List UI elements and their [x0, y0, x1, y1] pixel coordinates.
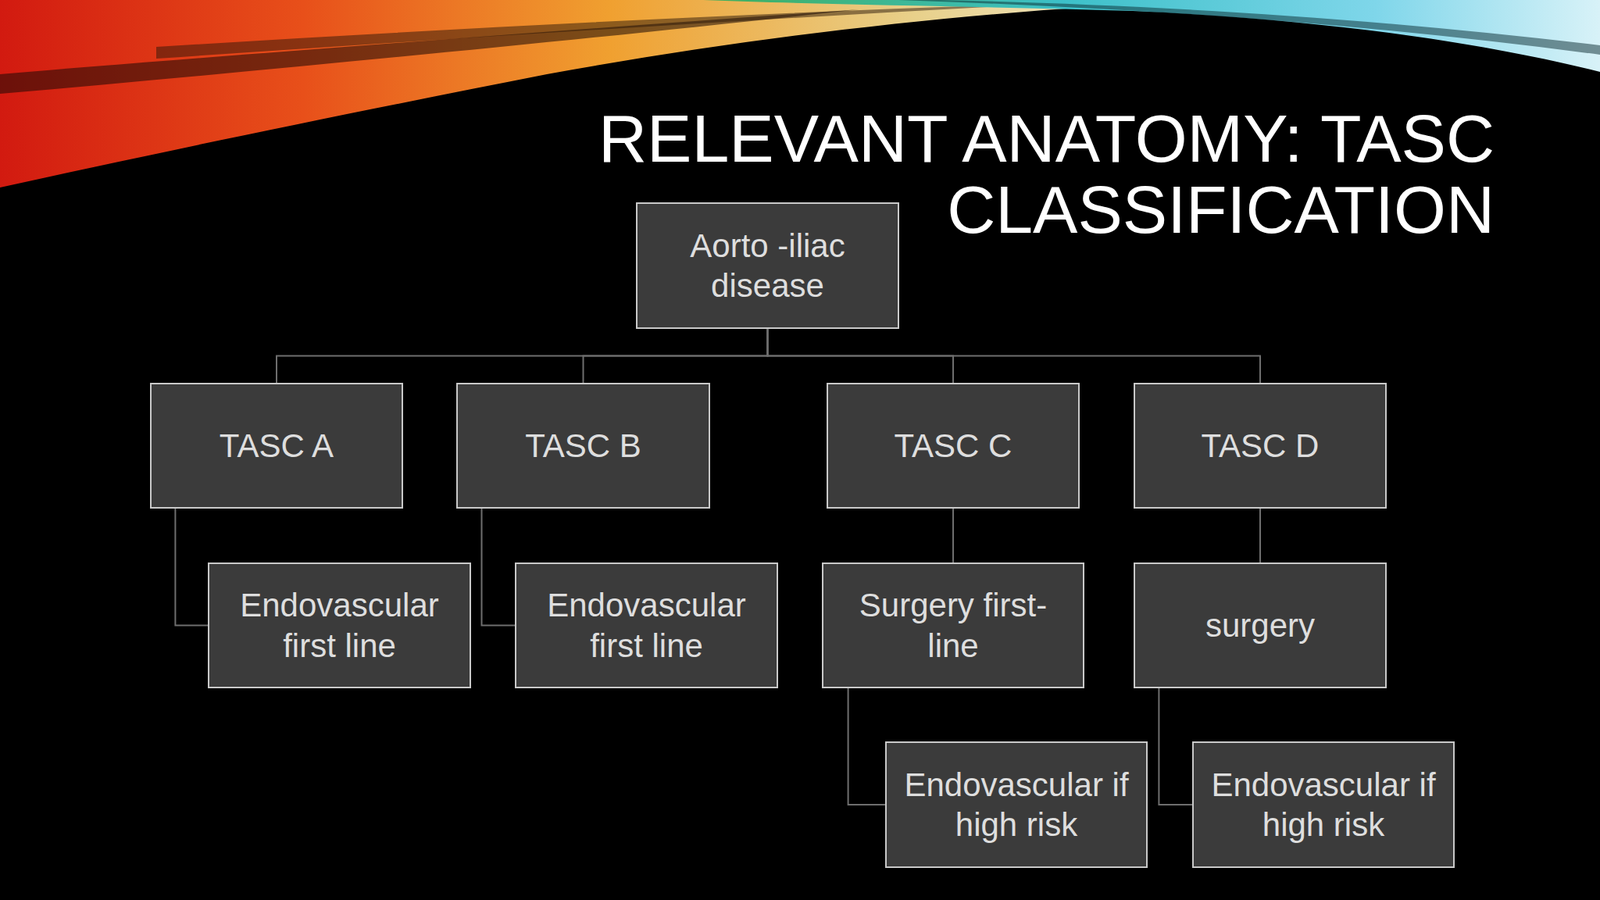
connector — [482, 508, 516, 626]
process-box: Endovascular if high risk — [1192, 741, 1455, 868]
box-label: Aorto -iliac disease — [637, 225, 898, 306]
dark-streak — [0, 9, 860, 94]
connector — [952, 508, 954, 563]
connector — [848, 688, 886, 805]
box-label: Endovascular if high risk — [1193, 764, 1454, 845]
process-box: Endovascular if high risk — [885, 741, 1148, 868]
connector — [1158, 688, 1193, 805]
box-label: Endovascular first line — [516, 585, 777, 665]
cool-band — [703, 0, 1600, 72]
dark-streak — [898, 0, 1600, 55]
box-label: TASC B — [514, 425, 653, 466]
connector — [175, 508, 208, 626]
process-box: TASC B — [456, 382, 711, 509]
box-label: Surgery first-line — [823, 585, 1083, 665]
box-label: Endovascular first line — [209, 585, 470, 665]
box-label: surgery — [1194, 605, 1326, 646]
process-box: Endovascular first line — [514, 562, 779, 689]
process-box: Endovascular first line — [207, 562, 472, 689]
process-box: TASC C — [826, 382, 1080, 509]
process-box: TASC D — [1133, 382, 1387, 509]
connector — [276, 328, 768, 383]
box-label: TASC A — [208, 425, 345, 466]
connector — [1259, 508, 1261, 563]
connector — [583, 328, 768, 383]
box-label: Endovascular if high risk — [886, 764, 1147, 845]
connector — [767, 328, 1261, 383]
box-label: TASC D — [1190, 425, 1331, 466]
dark-streak — [156, 1, 1094, 59]
process-box: surgery — [1133, 562, 1387, 689]
process-box: TASC A — [150, 382, 404, 509]
process-box: Surgery first-line — [821, 562, 1085, 689]
box-label: TASC C — [883, 425, 1024, 466]
process-box: Aorto -iliac disease — [635, 202, 900, 329]
